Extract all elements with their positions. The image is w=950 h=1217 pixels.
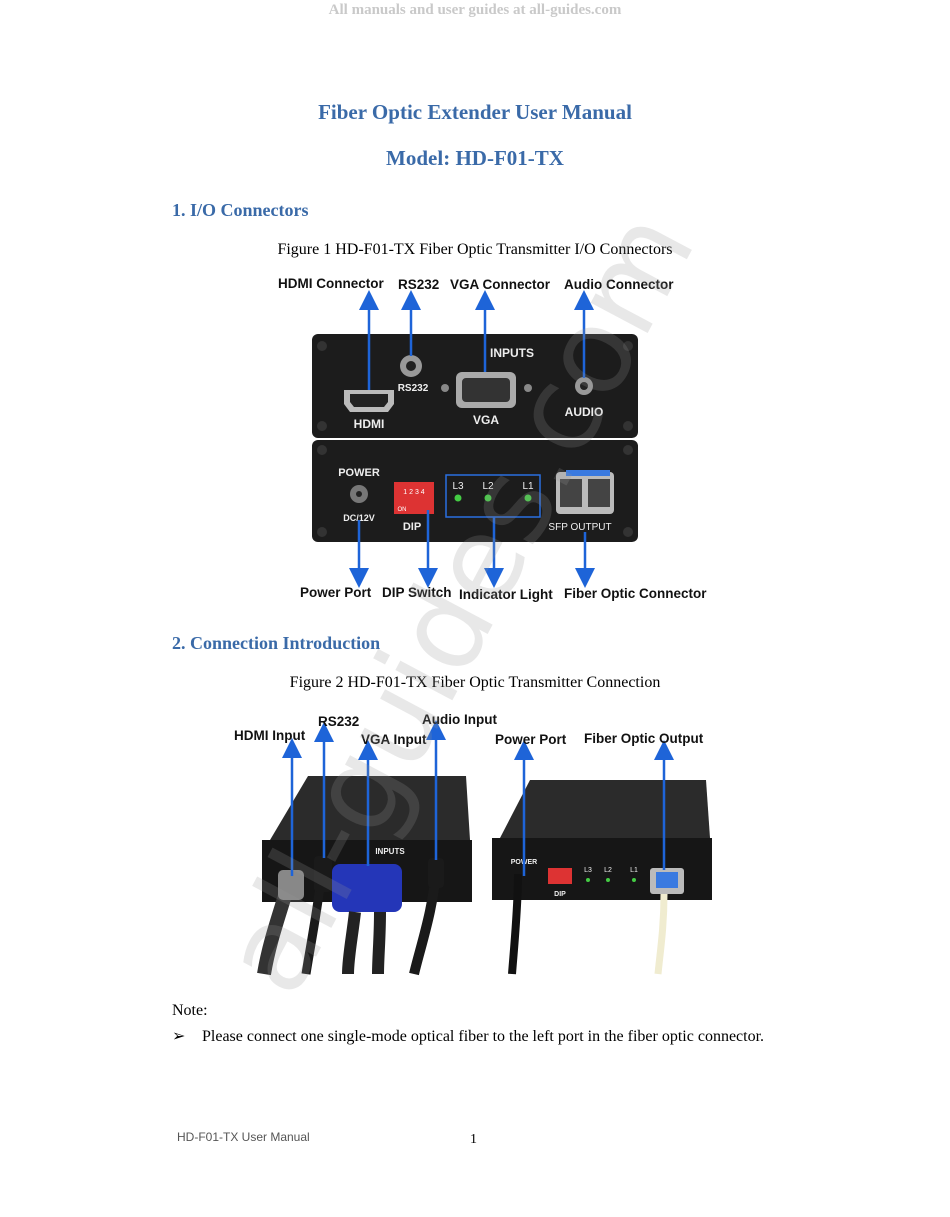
device-left [270, 776, 470, 840]
svg-text:SFP OUTPUT: SFP OUTPUT [548, 522, 611, 533]
label-rs232: RS232 [398, 277, 440, 292]
svg-text:L3: L3 [452, 481, 464, 492]
note-bullet: ➢ Please connect one single-mode optical … [172, 1026, 764, 1046]
label-vga-connector: VGA Connector [450, 277, 551, 292]
svg-text:L1: L1 [630, 867, 638, 874]
note-text: Please connect one single-mode optical f… [202, 1028, 765, 1045]
label-fiber-optic-output: Fiber Optic Output [584, 731, 704, 746]
label-audio-connector: Audio Connector [564, 277, 674, 292]
dip-switch [394, 482, 434, 514]
label-fiber-optic-connector: Fiber Optic Connector [564, 586, 707, 601]
svg-text:ON: ON [398, 507, 407, 513]
figure1-diagram: HDMI RS232 INPUTS VGA AUDIO POWER DC/12V… [312, 290, 638, 588]
svg-text:DC/12V: DC/12V [343, 513, 375, 523]
figure2-photo: INPUTS POWER DIP L3 L2 L1 [257, 720, 712, 976]
svg-text:1 2 3 4: 1 2 3 4 [403, 489, 425, 496]
svg-text:DIP: DIP [554, 891, 566, 898]
bullet-arrow-icon: ➢ [172, 1028, 186, 1045]
figure2: INPUTS POWER DIP L3 L2 L1 HDMI Input RS2… [230, 708, 720, 976]
device-right [500, 780, 710, 838]
site-banner: All manuals and user guides at all-guide… [328, 2, 622, 18]
label-hdmi-connector: HDMI Connector [278, 276, 384, 291]
footer-title: HD-F01-TX User Manual [177, 1130, 310, 1144]
svg-text:DIP: DIP [403, 521, 421, 533]
panel-hdmi-text: HDMI [354, 417, 385, 431]
device-rear-panel [312, 440, 638, 542]
label-audio-input: Audio Input [422, 712, 497, 727]
svg-text:AUDIO: AUDIO [565, 405, 604, 419]
label-dip-switch: DIP Switch [382, 585, 452, 600]
vga-cable-head [332, 864, 402, 912]
document-title: Fiber Optic Extender User Manual [318, 100, 632, 124]
svg-text:RS232: RS232 [398, 383, 429, 394]
section-connection-introduction: 2. Connection Introduction [172, 633, 381, 653]
svg-text:POWER: POWER [338, 467, 380, 479]
label-indicator-light: Indicator Light [459, 587, 553, 602]
label-power-port: Power Port [300, 585, 372, 600]
note-label: Note: [172, 1002, 208, 1019]
svg-text:L2: L2 [604, 867, 612, 874]
svg-text:INPUTS: INPUTS [490, 346, 534, 360]
svg-text:L1: L1 [522, 481, 534, 492]
svg-text:L2: L2 [482, 481, 494, 492]
model-heading: Model: HD-F01-TX [386, 146, 564, 170]
svg-text:INPUTS: INPUTS [375, 847, 405, 856]
label-rs232-2: RS232 [318, 714, 360, 729]
section-io-connectors: 1. I/O Connectors [172, 200, 309, 220]
page-number: 1 [470, 1132, 477, 1147]
figure1-caption: Figure 1 HD-F01-TX Fiber Optic Transmitt… [277, 241, 673, 258]
svg-text:VGA: VGA [473, 413, 499, 427]
label-hdmi-input: HDMI Input [234, 728, 306, 743]
figure1: HDMI RS232 INPUTS VGA AUDIO POWER DC/12V… [270, 272, 720, 612]
label-vga-input: VGA Input [361, 732, 427, 747]
label-power-port-2: Power Port [495, 732, 567, 747]
figure2-caption: Figure 2 HD-F01-TX Fiber Optic Transmitt… [289, 674, 661, 691]
svg-text:L3: L3 [584, 867, 592, 874]
